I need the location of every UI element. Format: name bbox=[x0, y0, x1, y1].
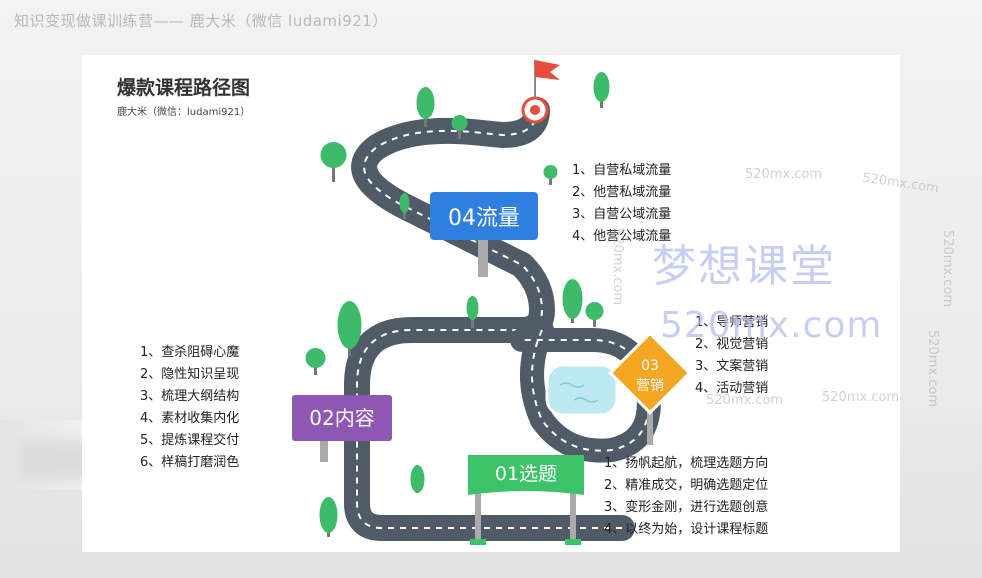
watermark-small: 520mx.com bbox=[706, 393, 784, 408]
sign-03-number: 03 bbox=[641, 358, 659, 374]
tree-icon bbox=[416, 87, 435, 127]
watermark-title: 梦想课堂 bbox=[652, 241, 836, 292]
sign-post-base bbox=[565, 539, 581, 545]
sign-04-board bbox=[430, 192, 538, 240]
list-traffic: 1、自营私域流量 2、他营私域流量 3、自营公域流量 4、他营公域流量 bbox=[572, 160, 671, 248]
target-center bbox=[530, 105, 540, 115]
list-item: 2、精准成交，明确选题定位 bbox=[604, 478, 769, 493]
tree-icon bbox=[319, 497, 338, 537]
sign-04-label: 04流量 bbox=[448, 206, 520, 231]
list-item: 2、视觉营销 bbox=[695, 337, 769, 352]
sign-post bbox=[320, 440, 328, 462]
road-center-line bbox=[356, 109, 622, 529]
list-content: 1、查杀阻碍心魔 2、隐性知识呈现 3、梳理大纲结构 4、素材收集内化 5、提炼… bbox=[140, 342, 239, 474]
list-item: 1、导师营销 bbox=[695, 315, 769, 330]
tree-icon bbox=[593, 72, 610, 108]
tree-icon bbox=[337, 301, 362, 356]
list-item: 1、自营私域流量 bbox=[572, 163, 672, 178]
watermark-small: 520mx.com bbox=[822, 390, 900, 405]
watermark-small: 520mx.com bbox=[925, 330, 940, 408]
sign-03-label: 营销 bbox=[636, 378, 664, 394]
diagram-card: 爆款课程路径图 鹿大米（微信：ludami921） bbox=[82, 55, 900, 552]
road-map: 04流量 02内容 03 营销 01选题 bbox=[292, 60, 692, 545]
tree-icon bbox=[466, 296, 479, 328]
sign-01-label: 01选题 bbox=[495, 463, 557, 485]
tree-icon bbox=[451, 115, 468, 139]
list-marketing: 1、导师营销 2、视觉营销 3、文案营销 4、活动营销 bbox=[695, 312, 768, 400]
list-item: 3、文案营销 bbox=[695, 359, 769, 374]
sign-02-board bbox=[292, 395, 392, 441]
tree-icon bbox=[320, 142, 347, 182]
list-item: 3、梳理大纲结构 bbox=[140, 389, 240, 404]
watermark-small: 520mx.com bbox=[610, 228, 625, 306]
watermark-url: 520mx.com bbox=[660, 305, 883, 346]
list-item: 2、他营私域流量 bbox=[572, 185, 672, 200]
list-item: 4、素材收集内化 bbox=[140, 411, 240, 426]
sign-post bbox=[647, 395, 653, 445]
list-item: 3、变形金刚，进行选题创意 bbox=[604, 500, 769, 515]
sign-post bbox=[570, 485, 576, 543]
diagram-subtitle: 鹿大米（微信：ludami921） bbox=[117, 107, 251, 118]
sign-02-label: 02内容 bbox=[309, 406, 374, 430]
sign-post bbox=[475, 485, 481, 543]
tree-icon bbox=[399, 193, 410, 219]
tree-icon bbox=[410, 465, 425, 493]
video-caption: 知识变现做课训练营—— 鹿大米（微信 ludami921） bbox=[14, 12, 388, 30]
tree-icon bbox=[562, 279, 583, 323]
sign-post-base bbox=[470, 539, 486, 545]
list-item: 4、活动营销 bbox=[695, 381, 769, 396]
flag-icon bbox=[535, 60, 560, 80]
list-item: 6、样稿打磨润色 bbox=[140, 455, 240, 470]
lake bbox=[545, 363, 619, 417]
lake-wave bbox=[573, 397, 599, 403]
tree-icon bbox=[305, 348, 326, 375]
watermark-small: 520mx.com bbox=[745, 167, 823, 182]
sign-03-board bbox=[608, 331, 692, 415]
list-item: 4、以终为始，设计课程标题 bbox=[604, 522, 769, 537]
lake-wave bbox=[559, 382, 585, 388]
list-topic: 1、扬帆起航，梳理选题方向 2、精准成交，明确选题定位 3、变形金刚，进行选题创… bbox=[604, 453, 768, 541]
list-item: 2、隐性知识呈现 bbox=[140, 367, 240, 382]
list-item: 5、提炼课程交付 bbox=[140, 433, 240, 448]
sign-post bbox=[478, 237, 488, 277]
tree-icon bbox=[585, 302, 604, 327]
list-item: 3、自营公域流量 bbox=[572, 207, 672, 222]
list-item: 1、扬帆起航，梳理选题方向 bbox=[604, 456, 769, 471]
list-item: 1、查杀阻碍心魔 bbox=[140, 345, 240, 360]
tree-icon bbox=[543, 165, 558, 185]
road-loop-center-line bbox=[522, 329, 650, 452]
watermark-small: 520mx.com bbox=[940, 230, 955, 308]
diagram-title: 爆款课程路径图 bbox=[117, 77, 251, 99]
sign-01-board bbox=[468, 455, 584, 495]
list-item: 4、他营公域流量 bbox=[572, 229, 672, 244]
